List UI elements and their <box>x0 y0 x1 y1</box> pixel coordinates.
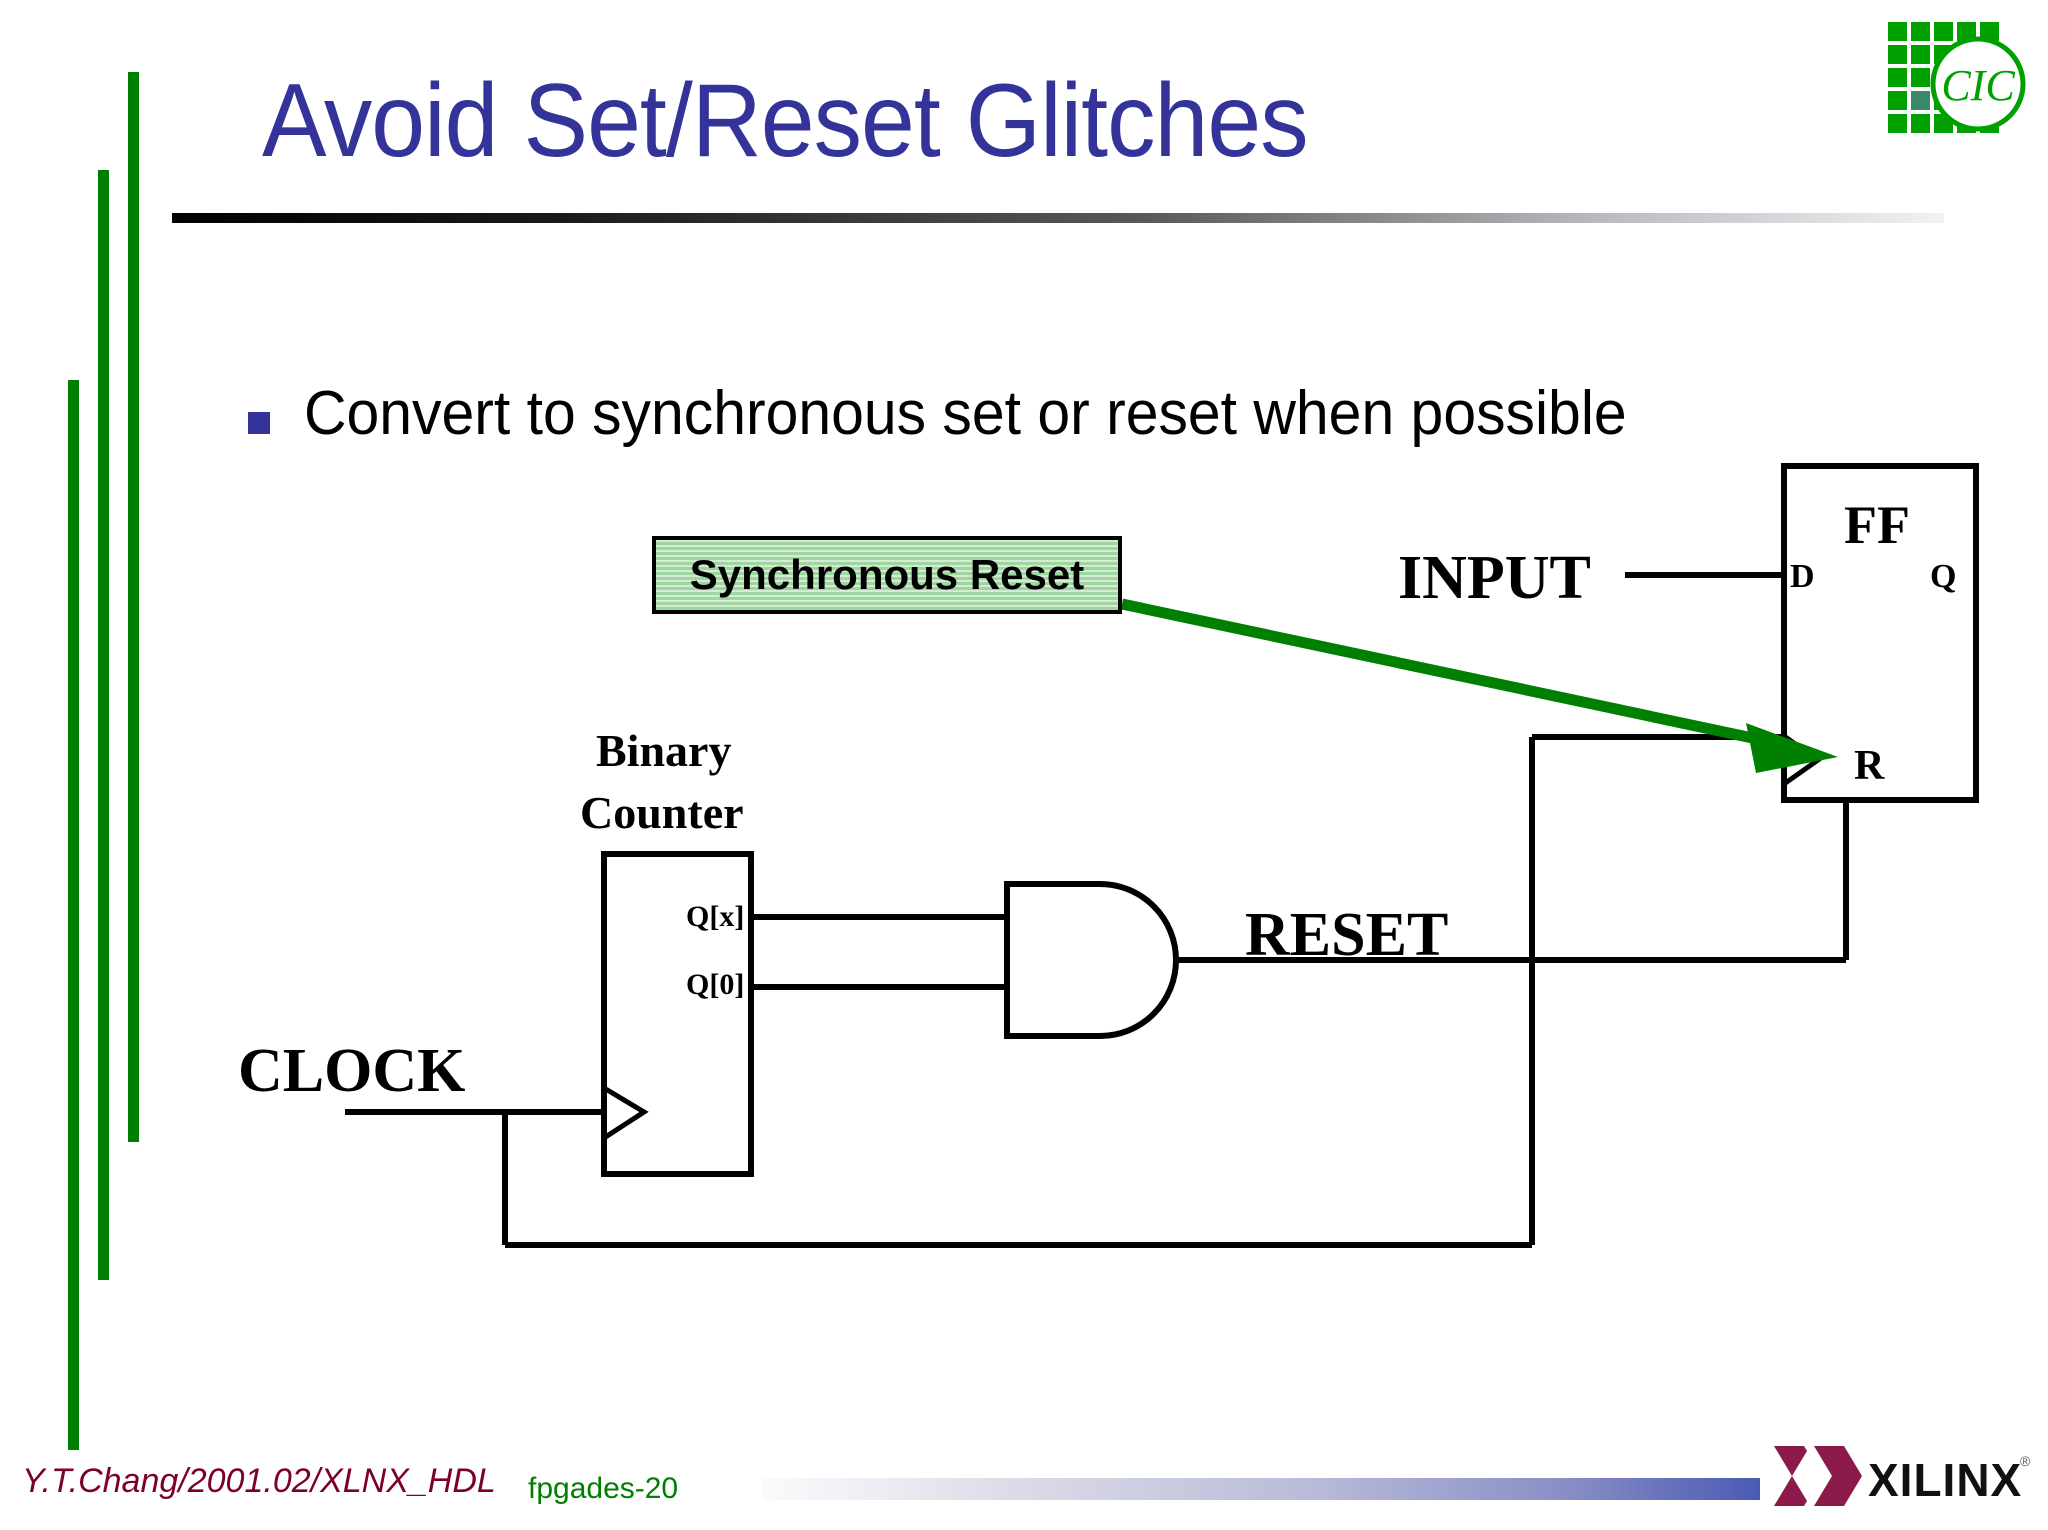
synchronous-reset-callout: Synchronous Reset <box>652 536 1122 614</box>
and-gate-icon <box>1004 881 1179 1039</box>
callout-label: Synchronous Reset <box>689 551 1085 598</box>
decor-green-bar-middle <box>98 170 109 1280</box>
footer-gradient-bar <box>762 1478 1760 1500</box>
bullet-text: Convert to synchronous set or reset when… <box>304 379 1627 448</box>
counter-title-line2: Counter <box>580 787 744 838</box>
footer-page-number: fpgades-20 <box>528 1472 679 1505</box>
counter-output-msb: Q[x] <box>686 900 745 933</box>
bullet-square-icon <box>248 411 270 434</box>
counter-output-lsb: Q[0] <box>686 968 745 1001</box>
flipflop-r-label: R <box>1854 743 1885 789</box>
cic-logo-text: CIC <box>1941 61 2015 110</box>
flipflop-title: FF <box>1844 495 1910 555</box>
decor-green-bar-left <box>68 380 79 1450</box>
signal-label-reset: RESET <box>1245 901 1449 969</box>
decor-green-bar-right <box>128 72 139 1142</box>
footer-author: Y.T.Chang/2001.02/XLNX_HDL <box>22 1462 496 1500</box>
counter-clock-triangle-icon <box>602 1085 649 1141</box>
xilinx-registered-mark: ® <box>2020 1453 2031 1469</box>
cic-logo-icon: CIC <box>1888 22 2026 133</box>
title-underline-rule <box>172 213 1944 223</box>
slide-title: Avoid Set/Reset Glitches <box>262 63 1309 179</box>
counter-title-line1: Binary <box>596 725 732 776</box>
callout-pointer-arrow-icon <box>1120 598 1838 773</box>
flipflop-q-label: Q <box>1930 558 1957 595</box>
signal-label-clock: CLOCK <box>238 1037 466 1105</box>
xilinx-wordmark-text: XILINX <box>1868 1454 2022 1506</box>
bullet-row: Convert to synchronous set or reset when… <box>248 378 1696 449</box>
xilinx-logo-icon: XILINX ® <box>1774 1446 2031 1506</box>
flipflop-d-label: D <box>1790 558 1815 595</box>
signal-label-input: INPUT <box>1398 544 1591 612</box>
flipflop-clock-triangle-icon <box>1782 733 1823 787</box>
